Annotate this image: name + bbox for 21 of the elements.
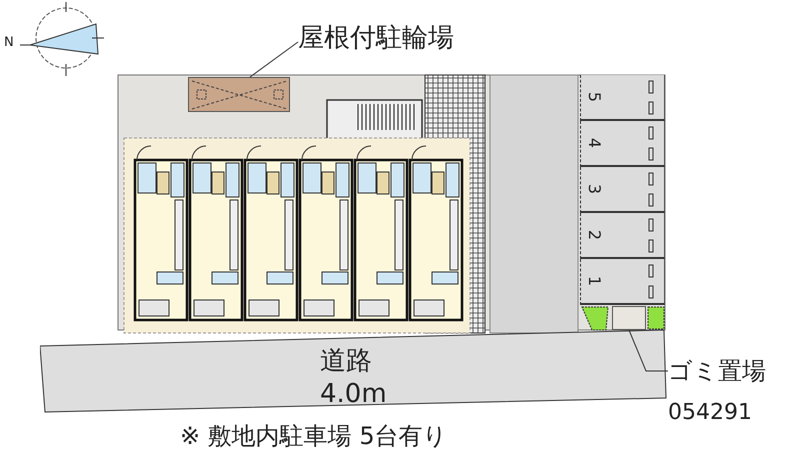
- road-name: 道路: [320, 348, 372, 374]
- leader-line: [628, 330, 668, 372]
- parking-note: ※ 敷地内駐車場 5台有り: [180, 424, 448, 448]
- bicycle-parking-area: [188, 77, 290, 112]
- area-label: 屋根付駐輪場: [298, 22, 476, 58]
- parking-space: [580, 259, 665, 305]
- parking-space: [580, 213, 665, 259]
- reference-number: 054291: [668, 402, 752, 424]
- parking-space: [580, 121, 665, 167]
- space-number: 2: [586, 230, 602, 240]
- parking-space: [580, 75, 665, 121]
- garbage-area: [612, 306, 646, 330]
- leader-line: [250, 42, 298, 78]
- space-number: 1: [586, 276, 602, 286]
- north-label: N: [4, 36, 14, 49]
- space-number: 4: [586, 138, 602, 148]
- road-width: 4.0m: [320, 381, 387, 407]
- parking-space: [580, 167, 665, 213]
- area-label: ゴミ置場: [668, 356, 796, 386]
- space-number: 5: [586, 92, 602, 102]
- space-number: 3: [586, 184, 602, 194]
